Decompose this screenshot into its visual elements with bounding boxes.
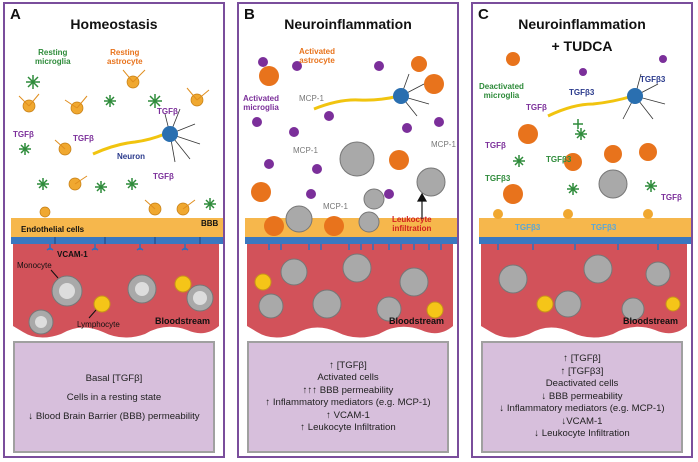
summary-line: ↑ [TGFβ] xyxy=(329,359,367,371)
lymphocyte-cells xyxy=(254,273,444,319)
lymphocyte-label: Lymphocyte xyxy=(77,320,120,329)
vcam-label: VCAM-1 xyxy=(57,250,88,259)
tgfb-label: TGFβ xyxy=(526,103,547,112)
mcp1-label: MCP-1 xyxy=(293,146,318,155)
astrocyte-cells xyxy=(503,52,657,204)
tgfb3-label: TGFβ3 xyxy=(546,155,572,164)
activated-microglia-cells xyxy=(252,57,444,199)
summary-line: ↑↑↑ BBB permeability xyxy=(302,384,394,396)
summary-line: Deactivated cells xyxy=(545,378,619,390)
resting-microglia-label: Resting microglia xyxy=(35,48,71,66)
tgfb-label: TGFβ xyxy=(73,134,94,143)
tgfb-label: TGFβ xyxy=(13,130,34,139)
summary-line: ↑ VCAM-1 xyxy=(326,409,370,421)
bloodstream-label: Bloodstream xyxy=(389,316,445,326)
tgfb3-label: TGFβ3 xyxy=(569,88,595,97)
resting-microglia-cells xyxy=(19,75,216,210)
panel-b-illustration xyxy=(245,56,457,338)
summary-line: ↓ Inflammatory mediators (e.g. MCP-1) xyxy=(499,403,665,415)
tgfb3-label: TGFβ3 xyxy=(485,174,511,183)
panel-letter: A xyxy=(10,6,21,23)
lymphocyte-cells xyxy=(93,275,192,313)
summary-line: ↓ BBB permeability xyxy=(541,390,623,402)
monocyte-cells xyxy=(498,169,671,321)
panel-neuroinflammation: B Neuroinflammation Activated astrocyte … xyxy=(237,2,459,458)
summary-box: ↑ [TGFβ] Activated cells ↑↑↑ BBB permeab… xyxy=(247,341,449,453)
tgfb-label: TGFβ xyxy=(485,141,506,150)
tgfb-label: TGFβ xyxy=(157,107,178,116)
tgfb3-label: TGFβ3 xyxy=(591,223,617,232)
summary-box: ↑ [TGFβ] ↑ [TGFβ3] Deactivated cells ↓ B… xyxy=(481,341,683,453)
activated-microglia-label: Activated microglia xyxy=(243,94,280,112)
monocyte-cells xyxy=(258,141,446,322)
panel-homeostasis: A Homeostasis Resting microglia Resting … xyxy=(3,2,225,458)
summary-line: Basal [TGFβ] xyxy=(85,372,143,384)
activated-astrocyte-cells xyxy=(251,56,444,236)
tgfb-label: TGFβ xyxy=(661,193,682,202)
neuron-cell xyxy=(92,108,201,163)
mcp1-label: MCP-1 xyxy=(299,94,324,103)
summary-line: ↓ Blood Brain Barrier (BBB) permeability xyxy=(28,410,200,422)
summary-line: ↑ [TGFβ3] xyxy=(560,365,604,377)
neuron-label: Neuron xyxy=(117,152,145,161)
panel-title: Homeostasis xyxy=(70,16,158,32)
resting-astrocyte-label: Resting astrocyte xyxy=(107,48,143,66)
activated-astrocyte-label: Activated astrocyte xyxy=(299,47,336,65)
endothelial-cells-label: Endothelial cells xyxy=(21,225,85,234)
panel-subtitle: + TUDCA xyxy=(551,38,613,54)
tgfb3-label: TGFβ3 xyxy=(515,223,541,232)
bloodstream-label: Bloodstream xyxy=(623,316,679,326)
microglia-purple-cells xyxy=(579,55,667,76)
summary-line: Activated cells xyxy=(317,372,379,383)
panel-c-illustration xyxy=(479,52,691,338)
summary-line: ↑ [TGFβ] xyxy=(563,353,601,365)
panel-title: Neuroinflammation xyxy=(284,16,412,32)
panel-letter: B xyxy=(244,6,255,23)
summary-line: ↓VCAM-1 xyxy=(561,415,603,427)
summary-line: ↑ Leukocyte Infiltration xyxy=(300,422,396,433)
panel-title: Neuroinflammation xyxy=(518,16,646,32)
summary-box: Basal [TGFβ] Cells in a resting state ↓ … xyxy=(13,341,215,453)
neuron-cell xyxy=(547,73,666,120)
tgfb-label: TGFβ xyxy=(153,172,174,181)
summary-line: ↑ Inflammatory mediators (e.g. MCP-1) xyxy=(265,397,431,408)
panel-letter: C xyxy=(478,6,489,23)
summary-line: ↓ Leukocyte Infiltration xyxy=(534,428,630,440)
mcp1-label: MCP-1 xyxy=(431,140,456,149)
bbb-label: BBB xyxy=(201,219,219,228)
bloodstream-area xyxy=(13,244,219,338)
deactivated-microglia-cells xyxy=(513,119,657,195)
lymphocyte-cells xyxy=(536,295,681,313)
bloodstream-label: Bloodstream xyxy=(155,316,211,326)
deactivated-microglia-label: Deactivated microglia xyxy=(479,82,524,100)
neuron-cell xyxy=(313,73,430,117)
panel-a-illustration xyxy=(11,69,223,338)
summary-line: Cells in a resting state xyxy=(66,391,162,403)
tgfb3-label: TGFβ3 xyxy=(640,75,666,84)
mcp1-label: MCP-1 xyxy=(323,202,348,211)
leukocyte-infiltration-label: Leukocyte infiltration xyxy=(392,215,432,233)
panel-tudca: C Neuroinflammation + TUDCA Deactivated … xyxy=(471,2,693,458)
monocyte-label: Monocyte xyxy=(17,261,52,270)
